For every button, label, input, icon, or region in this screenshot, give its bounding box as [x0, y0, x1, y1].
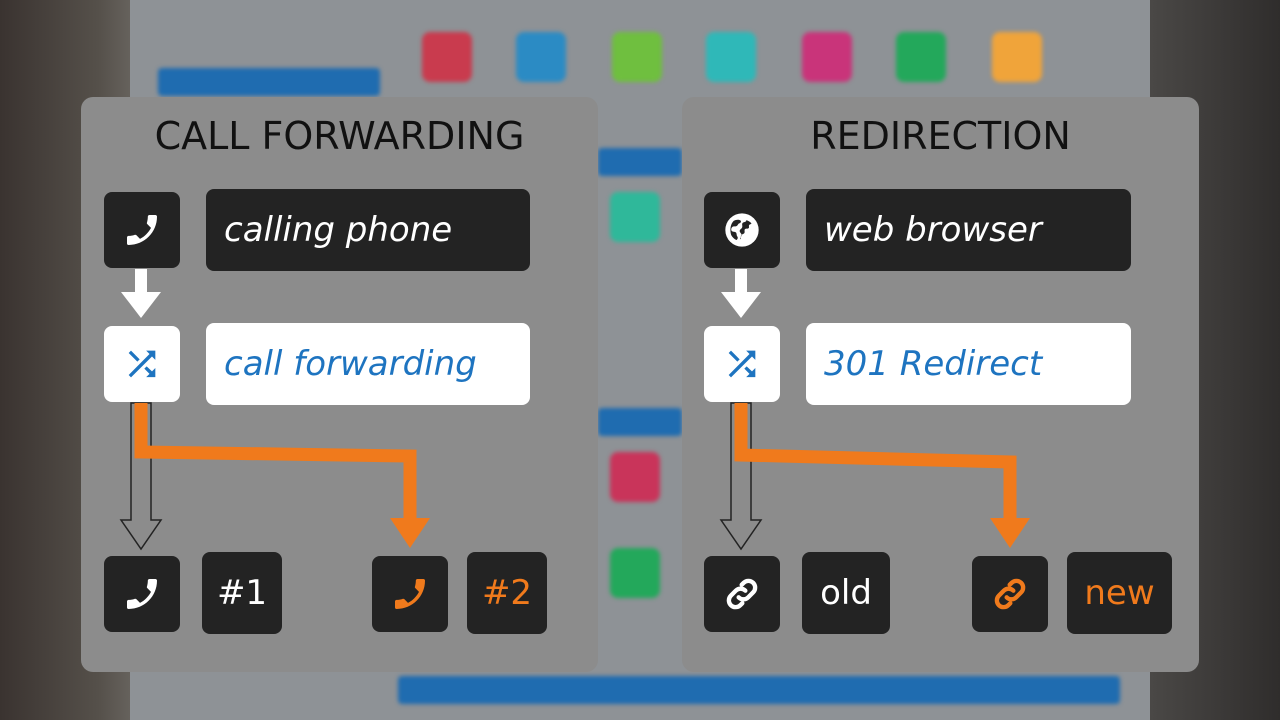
background-tile [802, 32, 852, 82]
shuffle-icon [728, 350, 756, 378]
redirect-label: 301 Redirect [806, 323, 1131, 405]
phone-1-icon-box [104, 556, 180, 632]
background-bar [398, 676, 1120, 704]
web-browser-label: web browser [806, 189, 1131, 271]
phone-2-label: #2 [467, 552, 547, 634]
calling-phone-icon-box [104, 192, 180, 268]
web-browser-icon-box [704, 192, 780, 268]
new-label: new [1067, 552, 1172, 634]
background-tile [706, 32, 756, 82]
old-link-icon-box [704, 556, 780, 632]
phone-icon [127, 579, 157, 609]
background-bar [598, 148, 682, 176]
phone-1-label: #1 [202, 552, 282, 634]
new-link-icon-box [972, 556, 1048, 632]
background-bar [598, 408, 682, 436]
link-icon [726, 578, 758, 610]
redirection-title: REDIRECTION [810, 114, 1071, 158]
globe-icon [725, 213, 759, 247]
calling-phone-label: calling phone [206, 189, 530, 271]
background-tile [610, 452, 660, 502]
link-icon [994, 578, 1026, 610]
background-tile [610, 548, 660, 598]
phone-2-icon-box [372, 556, 448, 632]
background-tile [516, 32, 566, 82]
phone-icon [395, 579, 425, 609]
background-tile [422, 32, 472, 82]
phone-icon [127, 215, 157, 245]
redirect-icon-box [704, 326, 780, 402]
background-tile [610, 192, 660, 242]
background-tile [612, 32, 662, 82]
call-forwarding-icon-box [104, 326, 180, 402]
call-forwarding-label: call forwarding [206, 323, 530, 405]
background-bar [158, 68, 380, 96]
shuffle-icon [128, 350, 156, 378]
background-tile [992, 32, 1042, 82]
call-forwarding-title: CALL FORWARDING [154, 114, 525, 158]
background-tile [896, 32, 946, 82]
old-label: old [802, 552, 890, 634]
